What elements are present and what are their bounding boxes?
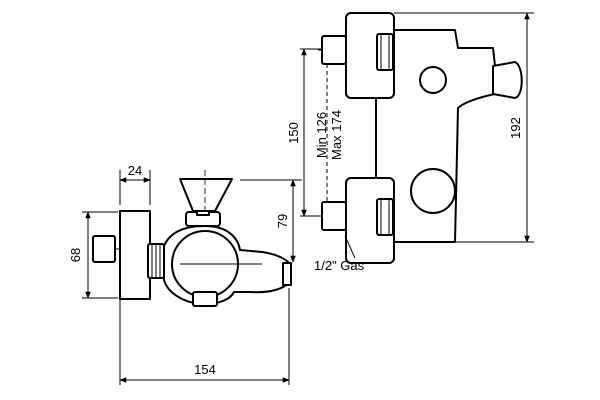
front-body [375, 29, 521, 243]
upper-hole [419, 66, 447, 94]
top-nut [376, 33, 394, 71]
dim-label-192: 192 [508, 117, 523, 139]
spout-tip [282, 262, 292, 286]
front-knob[interactable] [410, 168, 456, 214]
dim-label-150: 150 [286, 122, 301, 144]
dim-label-max: Max 174 [329, 110, 344, 160]
dimension-lines [82, 12, 534, 385]
side-eccentric-connector [92, 235, 116, 263]
front-handle[interactable] [492, 61, 523, 99]
lever-handle[interactable] [179, 178, 233, 212]
dim-label-79: 79 [275, 214, 290, 228]
top-connector [321, 35, 347, 65]
dim-label-68: 68 [68, 248, 83, 262]
connection-label: 1/2" Gas [314, 258, 365, 273]
dim-label-24: 24 [128, 163, 142, 178]
bottom-nut [376, 198, 394, 236]
lower-outlet [192, 291, 218, 307]
side-view [92, 170, 292, 307]
bottom-connector [321, 201, 347, 231]
dim-label-min: Min 126 [314, 112, 329, 158]
front-view [318, 12, 523, 264]
wall-plate [119, 210, 151, 300]
dim-label-154: 154 [194, 362, 216, 377]
